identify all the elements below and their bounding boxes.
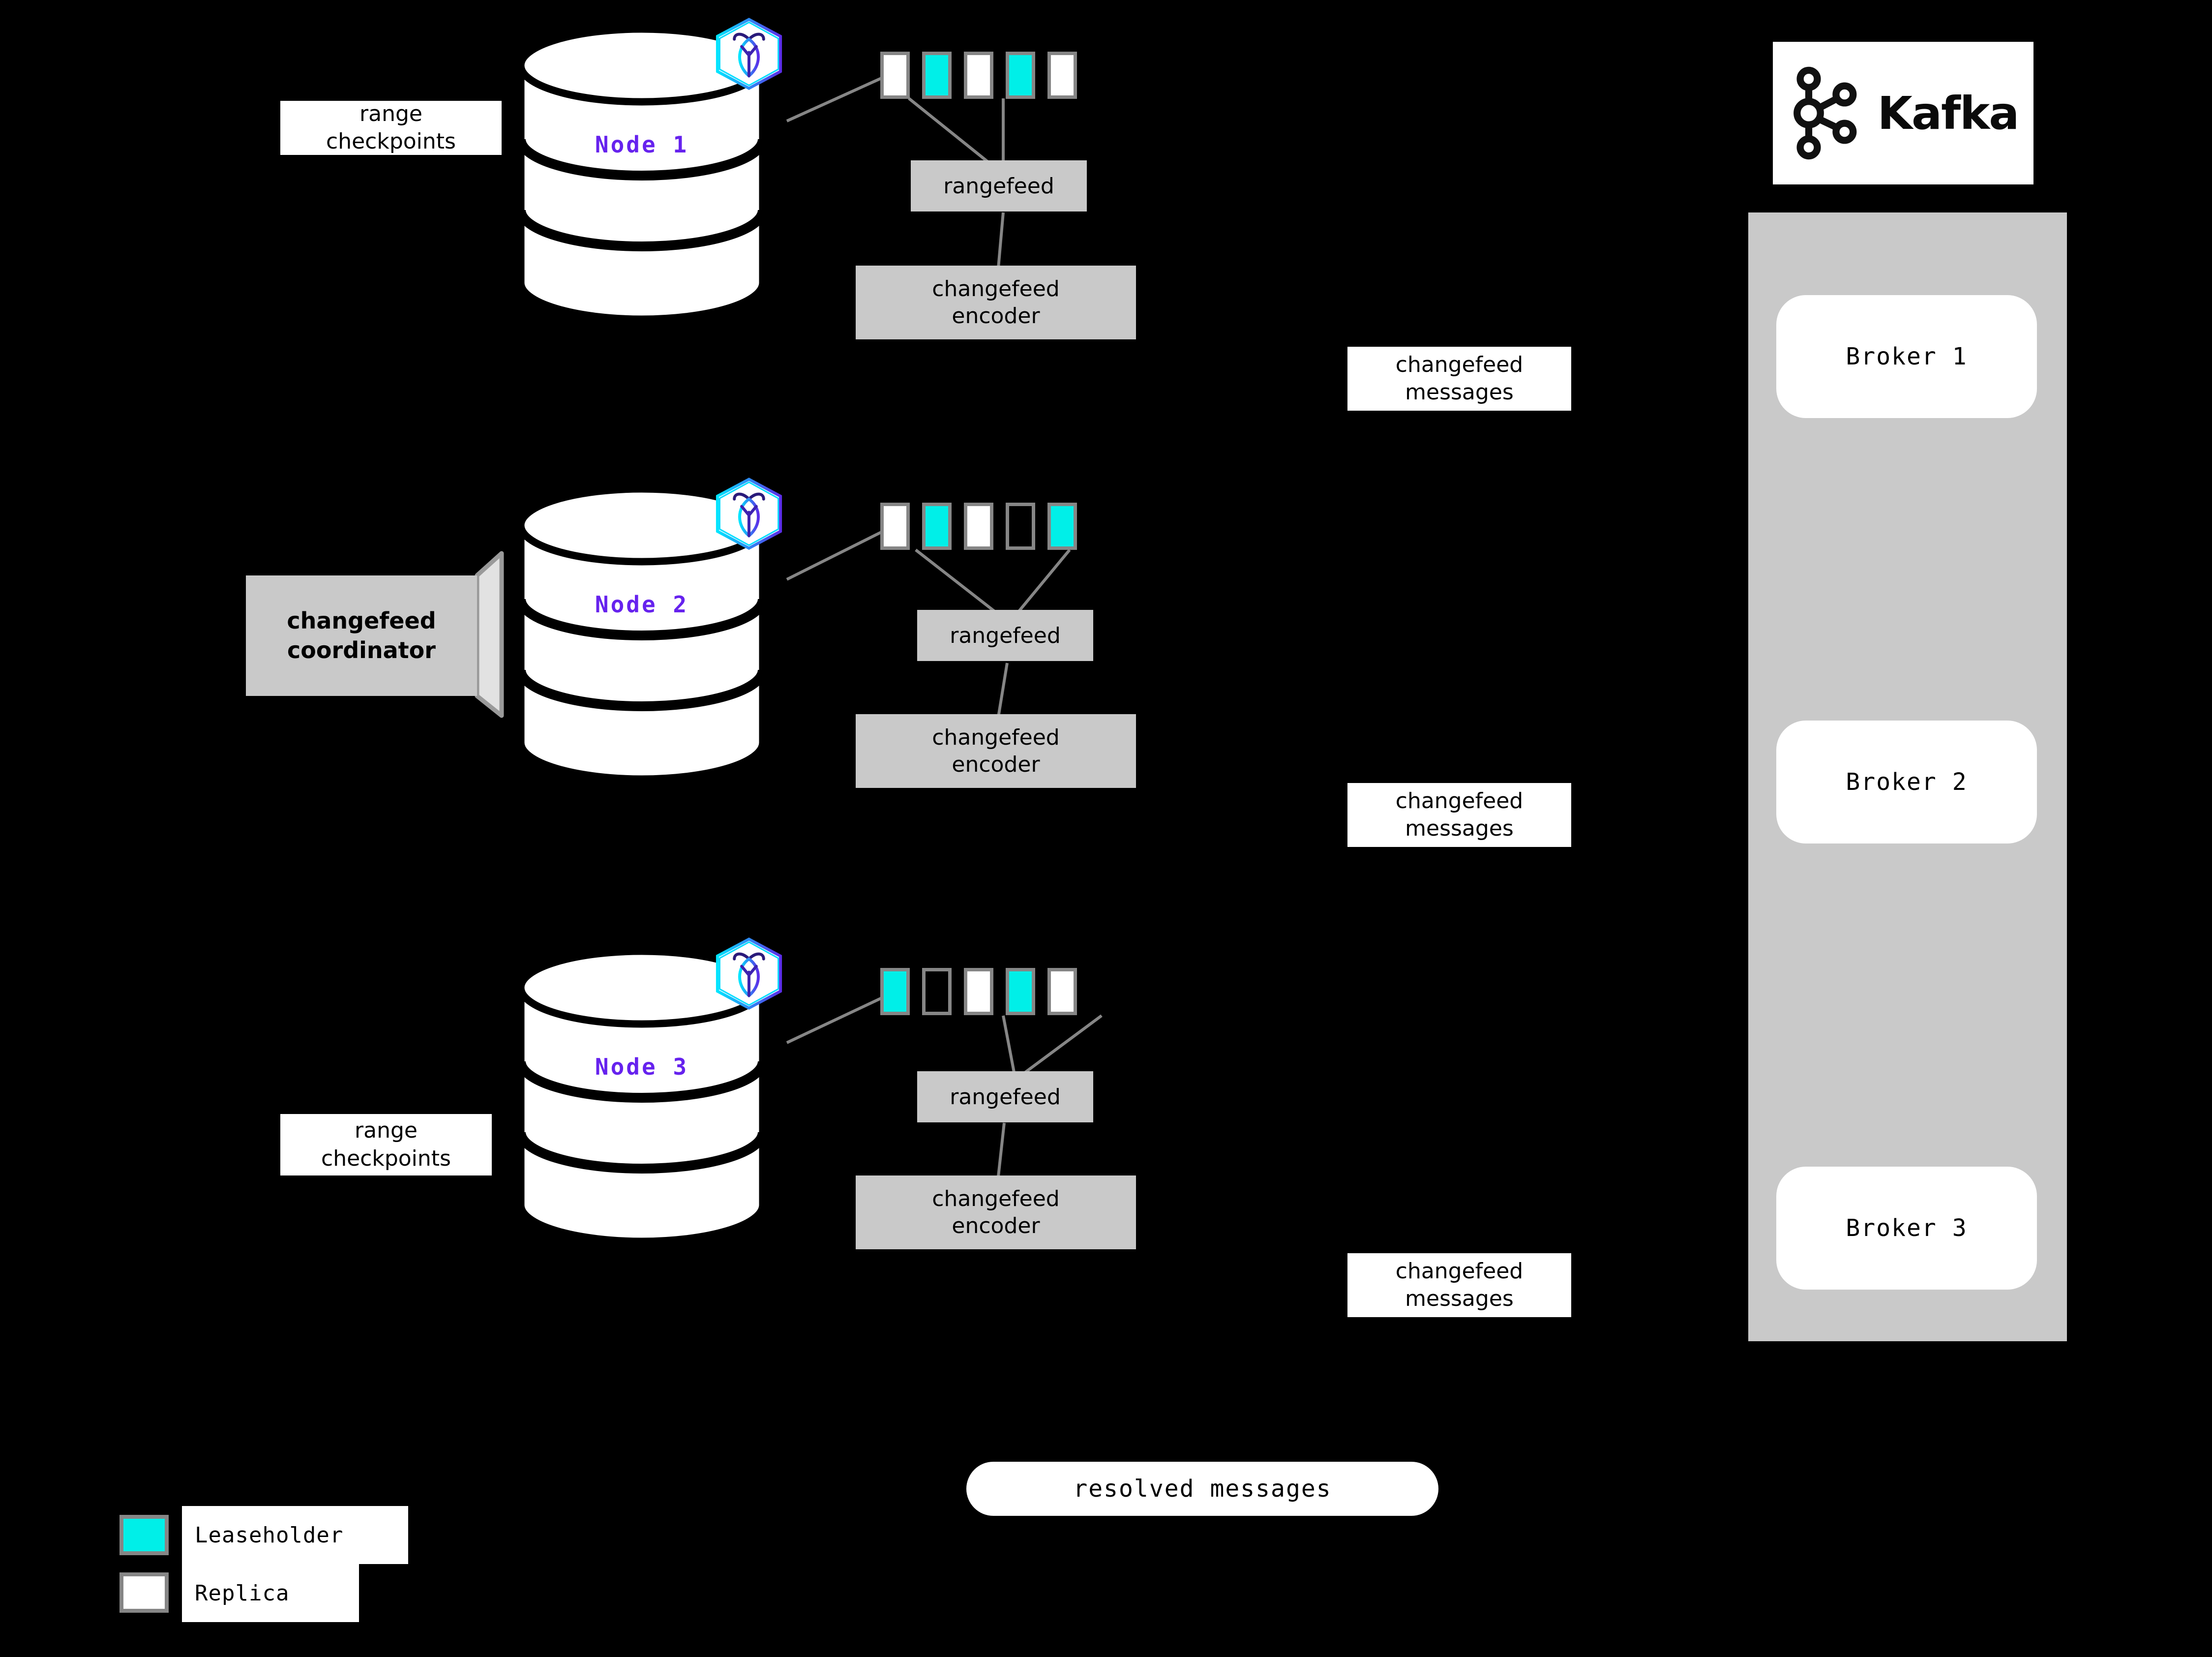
range-box[interactable] xyxy=(1006,968,1035,1015)
range-box[interactable] xyxy=(1047,968,1077,1015)
range-box[interactable] xyxy=(964,503,993,550)
changefeed-messages-label-1: changefeed messages xyxy=(1347,347,1571,411)
range-box[interactable] xyxy=(1047,503,1077,550)
range-box[interactable] xyxy=(922,52,952,99)
cockroachdb-hex-icon xyxy=(712,477,786,553)
range-box[interactable] xyxy=(922,968,952,1015)
range-box[interactable] xyxy=(880,968,910,1015)
kafka-arrow-icon xyxy=(2076,342,2097,359)
node-label: Node 2 xyxy=(595,591,689,618)
node-cylinder-2: Node 2 xyxy=(514,487,770,782)
kafka-logo-icon: Kafka xyxy=(1773,42,2033,184)
range-box[interactable] xyxy=(880,52,910,99)
broker-box-2[interactable]: Broker 2 xyxy=(1776,721,2037,844)
range-box[interactable] xyxy=(964,52,993,99)
broker-box-3[interactable]: Broker 3 xyxy=(1776,1167,2037,1290)
range-box[interactable] xyxy=(964,968,993,1015)
legend-swatch-replica xyxy=(120,1572,169,1613)
range-checkpoints-label-1: range checkpoints xyxy=(280,101,502,155)
range-checkpoints-label-3: range checkpoints xyxy=(280,1114,492,1175)
legend-label-replica: Replica xyxy=(182,1564,359,1622)
node-cylinder-3: Node 3 xyxy=(514,949,770,1244)
changefeed-messages-label-2: changefeed messages xyxy=(1347,783,1571,847)
kafka-wordmark: Kafka xyxy=(1877,87,2020,140)
coordinator-label: changefeed coordinator xyxy=(246,575,477,696)
range-box[interactable] xyxy=(1006,52,1035,99)
changefeed-encoder-box-1[interactable]: changefeed encoder xyxy=(856,266,1136,339)
legend-label-leaseholder: Leaseholder xyxy=(182,1506,408,1564)
cockroachdb-hex-icon xyxy=(712,937,786,1013)
changefeed-encoder-box-3[interactable]: changefeed encoder xyxy=(856,1175,1136,1249)
rangefeed-box-1[interactable]: rangefeed xyxy=(911,160,1087,211)
range-box[interactable] xyxy=(1006,503,1035,550)
range-box[interactable] xyxy=(922,503,952,550)
node-cylinder-1: Node 1 xyxy=(514,27,770,322)
range-row-3 xyxy=(880,968,1077,1015)
changefeed-messages-label-3: changefeed messages xyxy=(1347,1253,1571,1317)
rangefeed-box-2[interactable]: rangefeed xyxy=(917,610,1093,661)
cockroachdb-hex-icon xyxy=(712,17,786,93)
changefeed-encoder-box-2[interactable]: changefeed encoder xyxy=(856,714,1136,788)
range-row-1 xyxy=(880,52,1077,99)
range-row-2 xyxy=(880,503,1077,550)
rangefeed-box-3[interactable]: rangefeed xyxy=(917,1071,1093,1122)
range-box[interactable] xyxy=(1047,52,1077,99)
range-box[interactable] xyxy=(880,503,910,550)
node-label: Node 1 xyxy=(595,131,689,158)
changefeed-coordinator-callout[interactable]: changefeed coordinator xyxy=(246,546,521,743)
broker-box-1[interactable]: Broker 1 xyxy=(1776,295,2037,418)
resolved-messages-pill[interactable]: resolved messages xyxy=(966,1462,1438,1516)
node-label: Node 3 xyxy=(595,1054,689,1080)
legend-swatch-leaseholder xyxy=(120,1515,169,1555)
